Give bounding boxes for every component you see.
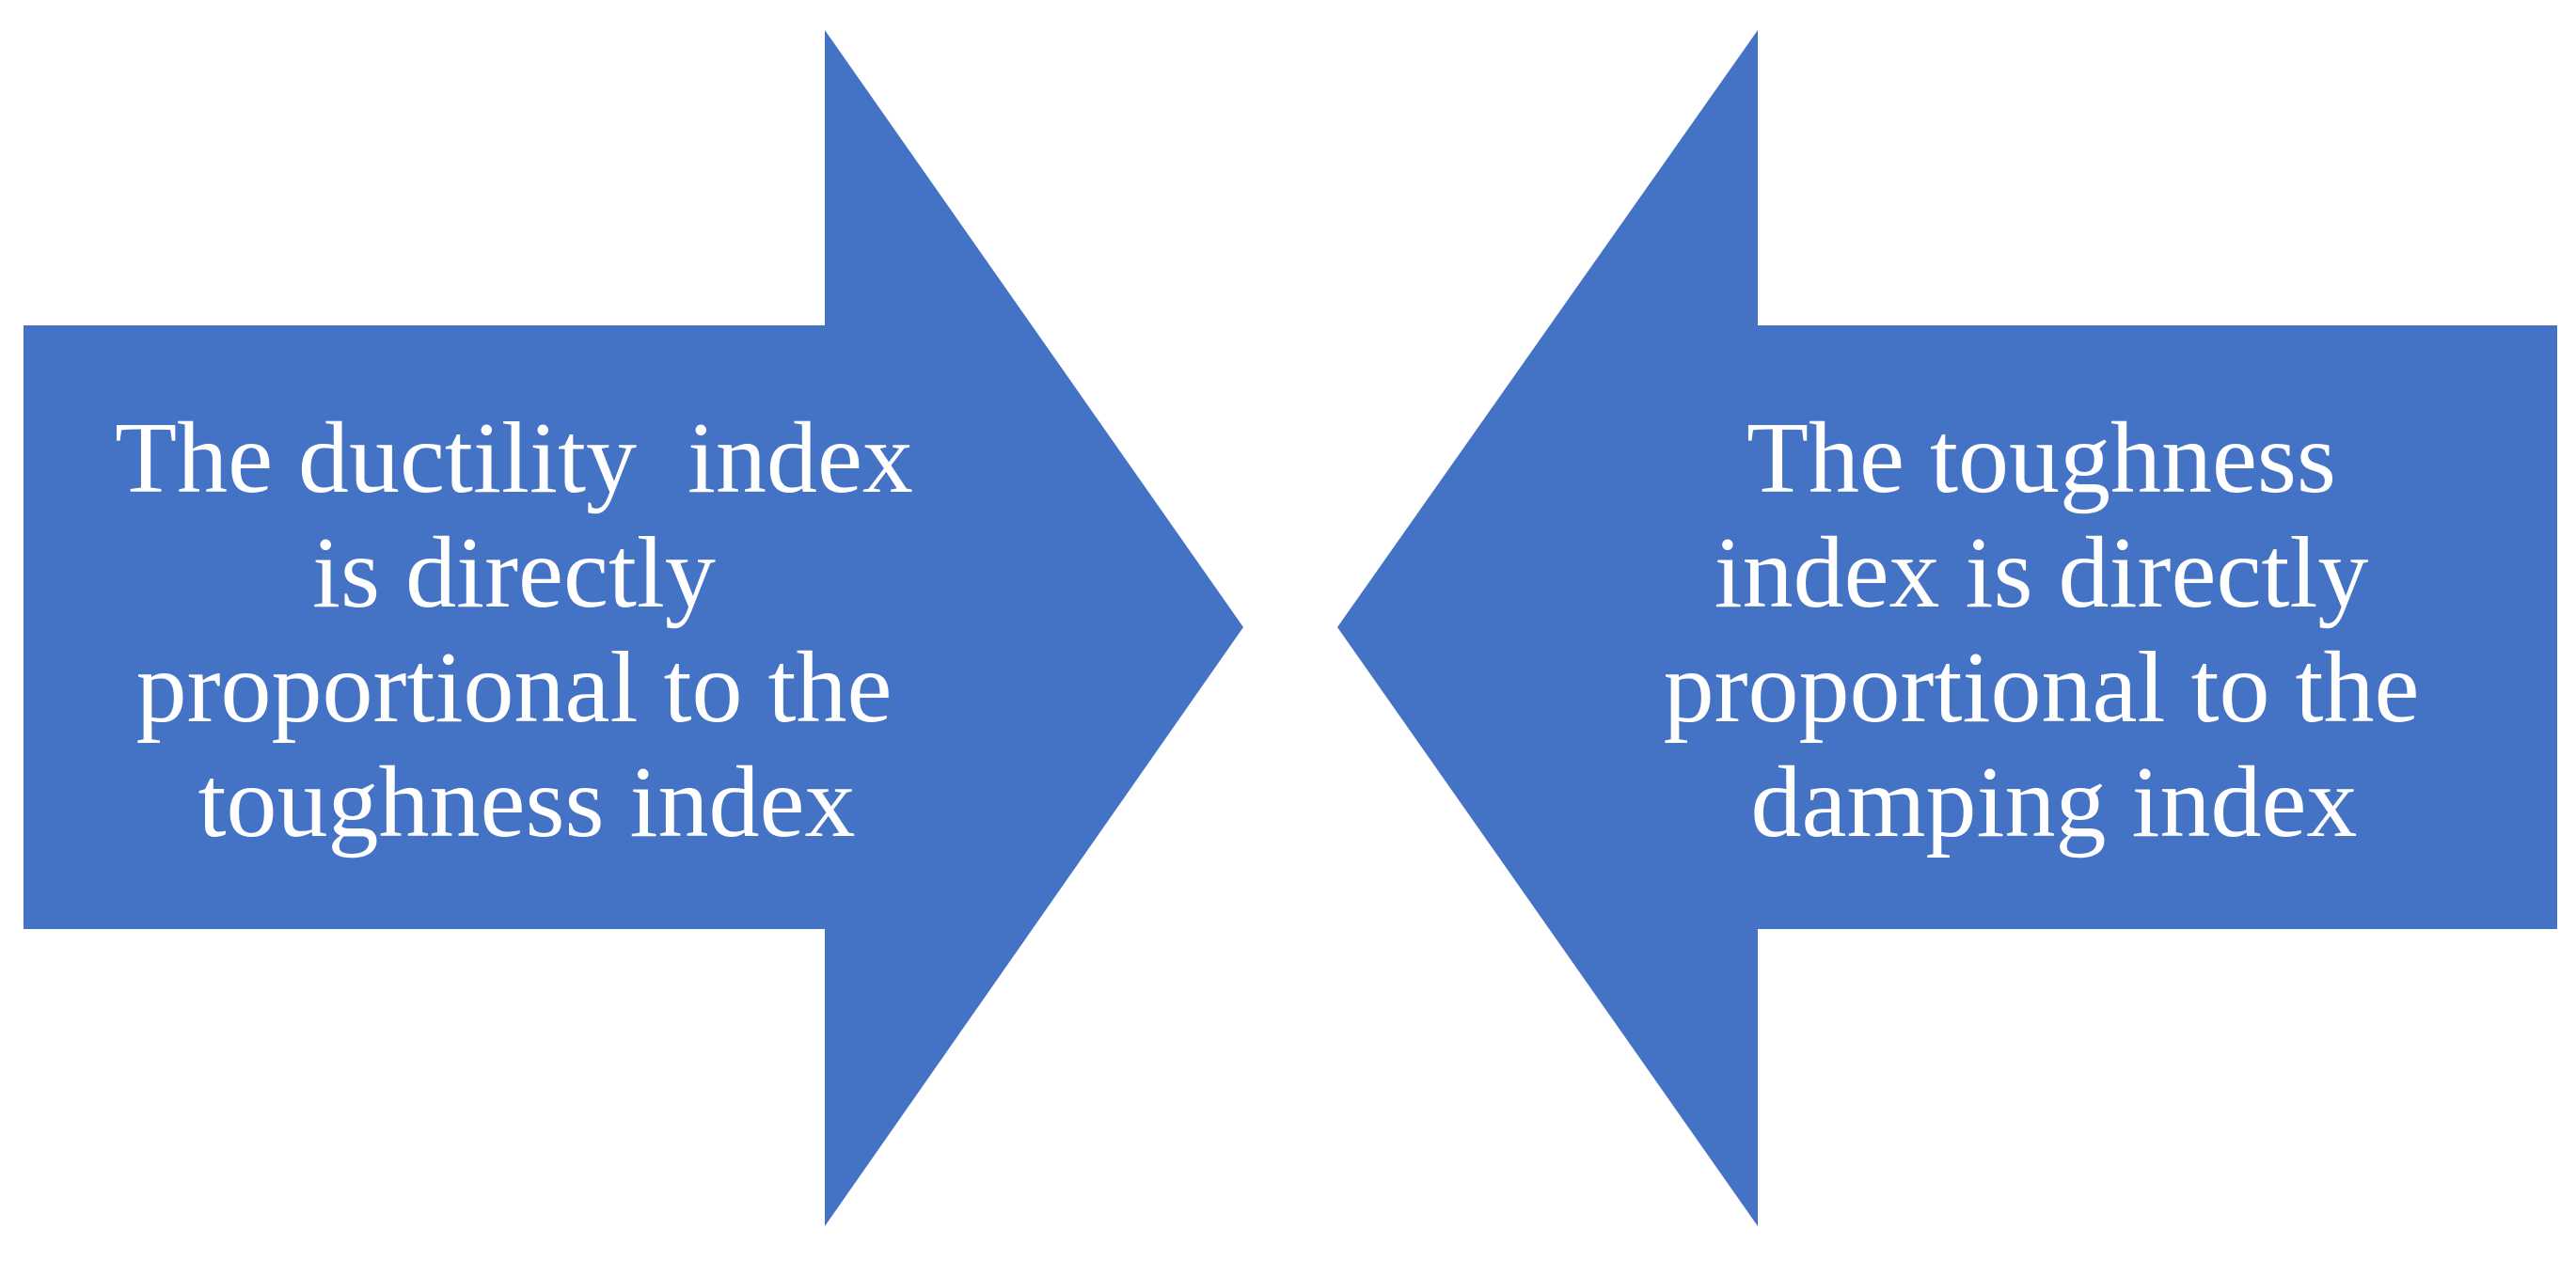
- left-arrow-label: The ductility index is directly proporti…: [115, 402, 939, 859]
- right-arrow-line-2: index is directly: [1715, 517, 2369, 629]
- left-arrow-line-2: is directly: [312, 517, 716, 629]
- right-arrow-line-4: damping index: [1751, 747, 2358, 859]
- right-arrow-line-1: The toughness: [1746, 402, 2336, 514]
- right-arrow-label: The toughness index is directly proporti…: [1664, 402, 2445, 859]
- left-arrow-line-4: toughness index: [198, 747, 856, 859]
- left-arrow: The ductility index is directly proporti…: [24, 30, 1243, 1226]
- right-arrow-line-3: proportional to the: [1664, 632, 2420, 744]
- right-arrow: The toughness index is directly proporti…: [1337, 30, 2557, 1226]
- right-arrow-shape: [1337, 30, 2557, 1226]
- left-arrow-shape: [24, 30, 1243, 1226]
- left-arrow-line-1: The ductility index: [115, 402, 913, 514]
- left-arrow-line-3: proportional to the: [136, 632, 893, 744]
